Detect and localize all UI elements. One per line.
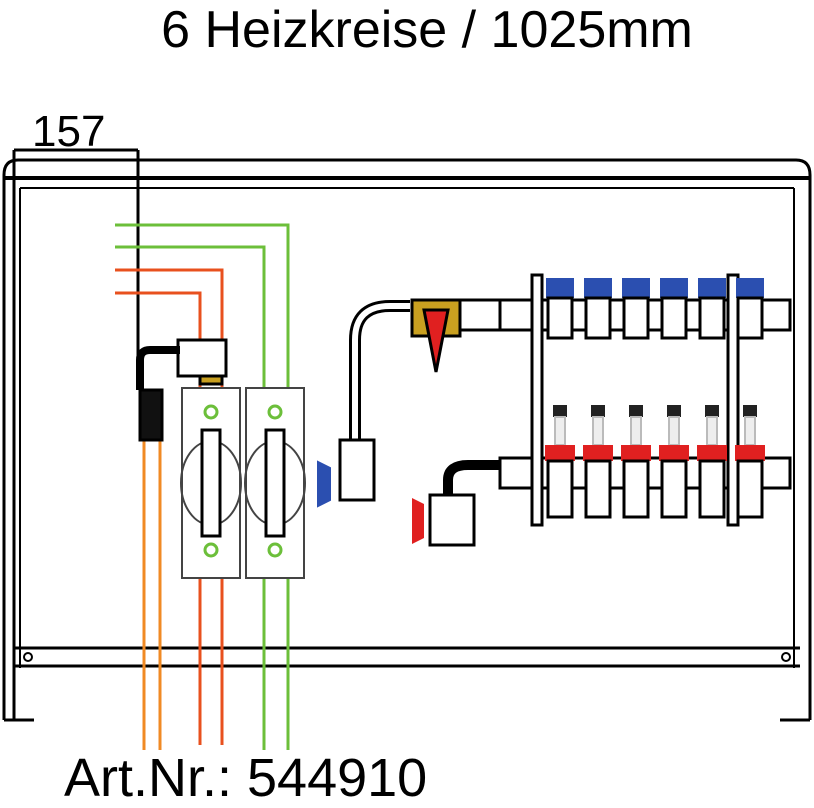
return-outlet <box>698 459 726 519</box>
return-outlet <box>584 459 612 519</box>
supply-outlet <box>546 296 574 340</box>
return-valve-cap <box>659 445 689 461</box>
flow-meter-glass <box>554 416 566 446</box>
flow-meter-glass <box>706 416 718 446</box>
flow-meter-cap <box>743 405 757 417</box>
diagram-title: 6 Heizkreise / 1025mm <box>161 1 693 59</box>
supply-valve-cap <box>736 278 764 298</box>
flow-meter-cap <box>667 405 681 417</box>
return-valve-cap <box>545 445 575 461</box>
flow-meter-cap <box>591 405 605 417</box>
supply-outlet <box>584 296 612 340</box>
flow-meter-cap <box>705 405 719 417</box>
ball-valve-blue <box>317 460 331 508</box>
supply-outlet <box>622 296 650 340</box>
circuit-6 <box>735 278 765 519</box>
dimension-bracket <box>12 148 140 720</box>
pump-group-2 <box>244 387 306 579</box>
return-valve-cap <box>735 445 765 461</box>
flow-meter-cap <box>629 405 643 417</box>
supply-valve-cap <box>660 278 688 298</box>
return-outlet <box>622 459 650 519</box>
supply-outlet <box>698 296 726 340</box>
ball-valve-red <box>412 498 424 544</box>
supply-pipe <box>338 298 502 502</box>
return-outlet <box>546 459 574 519</box>
supply-valve-cap <box>584 278 612 298</box>
flow-meter-cap <box>553 405 567 417</box>
flow-meter-glass <box>744 416 756 446</box>
supply-valve-cap <box>698 278 726 298</box>
pump-group-1 <box>180 387 242 579</box>
elbow-fitting <box>136 338 228 442</box>
article-number: Art.Nr.: 544910 <box>64 748 428 808</box>
circuit-outlets <box>545 278 765 519</box>
circuit-3 <box>621 278 651 519</box>
return-valve-cap <box>697 445 727 461</box>
return-outlet <box>736 459 764 519</box>
supply-outlet <box>736 296 764 340</box>
return-outlet <box>660 459 688 519</box>
dimension-label: 157 <box>32 107 106 156</box>
flow-meter-glass <box>592 416 604 446</box>
flow-meter-glass <box>630 416 642 446</box>
cabinet-frame <box>2 158 812 722</box>
supply-valve-cap <box>622 278 650 298</box>
supply-valve-cap <box>546 278 574 298</box>
return-valve-cap <box>621 445 651 461</box>
return-valve-cap <box>583 445 613 461</box>
supply-outlet <box>660 296 688 340</box>
circuit-5 <box>697 278 727 519</box>
circuit-4 <box>659 278 689 519</box>
flow-meter-glass <box>668 416 680 446</box>
circuit-1 <box>545 278 575 519</box>
circuit-2 <box>583 278 613 519</box>
return-pipe <box>428 460 500 547</box>
